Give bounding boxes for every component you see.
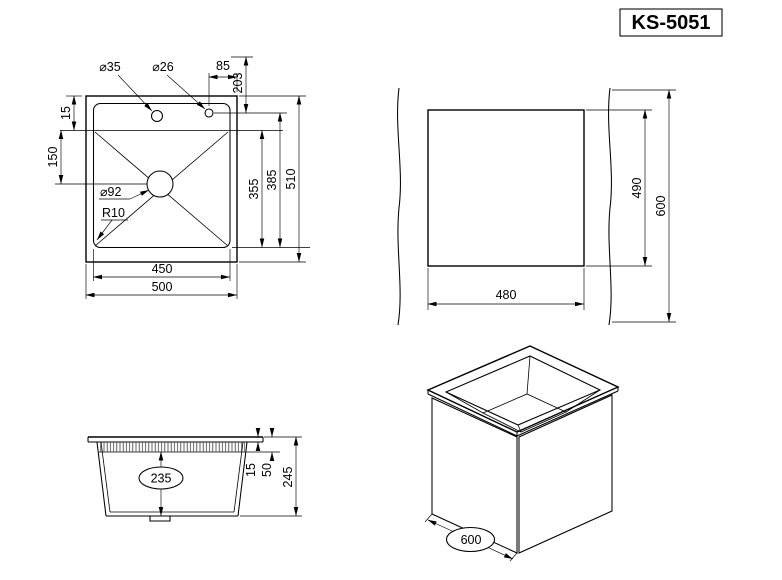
top-view-labels: ⌀35 ⌀26 85 203 15 150 ⌀92 R10 355 385 51…: [46, 59, 298, 294]
dim-soap-hole: ⌀26: [152, 60, 173, 74]
dim-corner-radius: R10: [102, 206, 125, 220]
section-view: 235 15 50 245: [87, 428, 302, 522]
cutout-view: 490 600 480: [397, 87, 676, 326]
dim-drain: ⌀92: [100, 185, 121, 199]
dim-faucet-hole: ⌀35: [99, 60, 120, 74]
cutout-rect: [427, 109, 585, 267]
dim-ledge-height: 50: [260, 463, 274, 477]
iso-view: 600: [424, 345, 620, 562]
top-view-dimension-lines: [58, 56, 302, 298]
dim-hole-back-offset: 203: [231, 73, 245, 94]
title-box: KS-5051: [619, 8, 723, 37]
bowl-wall-left: [96, 441, 107, 517]
base-width-balloon: [445, 526, 496, 553]
drain-circle: [146, 170, 174, 198]
iso-outline: [426, 345, 620, 554]
dim-rim-back: 15: [59, 106, 73, 120]
counter-break-line-left: [397, 87, 401, 326]
dim-bowl-outer-length: 385: [265, 170, 279, 191]
soap-hole-leader: [166, 74, 206, 110]
top-view-outline: [55, 95, 283, 263]
top-view: ⌀35 ⌀26 85 203 15 150 ⌀92 R10 355 385 51…: [46, 56, 310, 299]
drain-leader: [129, 189, 150, 200]
sink-outer-edge: [85, 95, 238, 263]
model-number: KS-5051: [632, 12, 711, 34]
cutout-labels: 490 600 480: [496, 178, 668, 302]
drain-outlet: [149, 516, 171, 522]
counter-break-line-right: [608, 87, 612, 326]
dim-bowl-width: 450: [152, 262, 173, 276]
bowl-depth-balloon: [138, 466, 184, 490]
dim-base-width: 600: [461, 533, 482, 547]
dim-overall-height: 245: [281, 467, 295, 488]
top-view-extension-lines: [66, 56, 310, 299]
dim-rim-height: 15: [244, 463, 258, 477]
sink-inner-rim: [92, 102, 231, 249]
dim-bowl-depth: 235: [151, 472, 172, 486]
section-outline: [87, 436, 264, 522]
dim-bowl-inner-length: 355: [247, 179, 261, 200]
dim-back-to-center: 150: [46, 147, 60, 168]
dim-cutout-length: 490: [630, 178, 644, 199]
cutout-dimension-lines: [427, 89, 672, 322]
dim-hole-edge-offset: 85: [216, 59, 230, 73]
rim-hatch-band: [99, 442, 245, 452]
bowl-wall-right: [237, 441, 248, 517]
radius-leader: [96, 219, 113, 241]
iso-dimension: 600: [424, 513, 518, 562]
title-frame: [619, 8, 723, 37]
dim-counter-depth: 600: [654, 196, 668, 217]
cutout-extension-lines: [427, 89, 676, 323]
faucet-hole: [150, 109, 164, 123]
iso-right-face: [518, 394, 613, 554]
section-labels: 235 15 50 245: [151, 463, 295, 487]
dim-overall-length: 510: [284, 169, 298, 190]
faucet-hole-leader: [117, 74, 153, 112]
dim-overall-width: 500: [152, 280, 173, 294]
soap-hole: [204, 108, 214, 118]
dim-cutout-width: 480: [496, 288, 517, 302]
